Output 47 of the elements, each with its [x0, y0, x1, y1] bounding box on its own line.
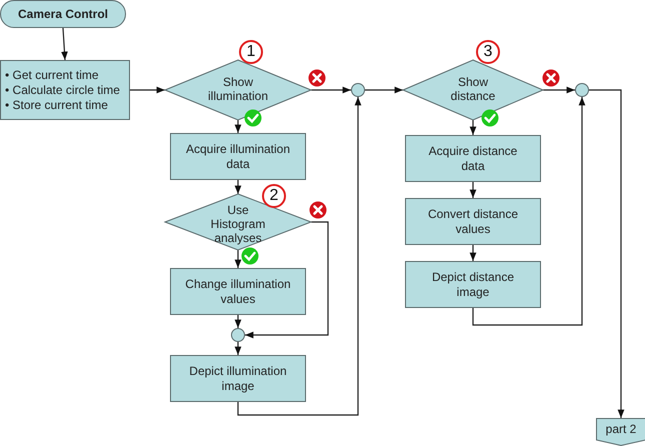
arrow [472, 97, 586, 326]
arrow [543, 86, 575, 94]
arrow [470, 120, 476, 135]
process-box [405, 261, 541, 308]
process-box [170, 133, 306, 180]
callout-number: 1 [239, 40, 263, 64]
bullet-item: • Calculate circle time [5, 82, 120, 98]
arrow [61, 28, 68, 60]
callout-number: 2 [262, 184, 286, 208]
process-box [405, 135, 541, 182]
decision-text: Show illumination [206, 76, 270, 104]
junction-circle [575, 83, 589, 97]
box-text: Convert distance values [426, 206, 520, 236]
box-text: Depict distance image [430, 270, 516, 300]
box-text: Change illumination values [184, 276, 292, 306]
box-text: Acquire illumination data [184, 142, 292, 172]
process-box [170, 268, 306, 315]
arrow [130, 86, 165, 94]
arrow [234, 180, 242, 194]
arrow [365, 86, 403, 94]
terminator-text: Camera Control [16, 6, 110, 22]
arrow [234, 315, 242, 328]
arrow [234, 342, 242, 355]
arrow [311, 86, 351, 94]
process-box [405, 198, 541, 245]
arrow [234, 250, 242, 268]
box-text: Acquire distance data [428, 144, 518, 174]
bullet-item: • Store current time [5, 98, 109, 112]
decision-text: Show distance [450, 76, 496, 104]
arrow [470, 245, 476, 261]
bullet-item: • Get current time [5, 68, 100, 82]
box-text: Depict illumination image [188, 364, 288, 394]
callout-number: 3 [476, 40, 500, 64]
process-box [170, 355, 306, 402]
junction-circle [231, 328, 245, 342]
arrow [245, 221, 329, 338]
arrow [470, 182, 476, 198]
process-box [0, 60, 130, 120]
decision-diamond [165, 60, 311, 120]
junction-circle [351, 83, 365, 97]
decision-diamond [403, 60, 543, 120]
off-page-connector [596, 418, 645, 446]
arrow [589, 89, 624, 418]
connector-text: part 2 [604, 422, 638, 436]
arrow [237, 97, 362, 416]
arrow [234, 120, 242, 133]
start-terminator [0, 0, 126, 28]
